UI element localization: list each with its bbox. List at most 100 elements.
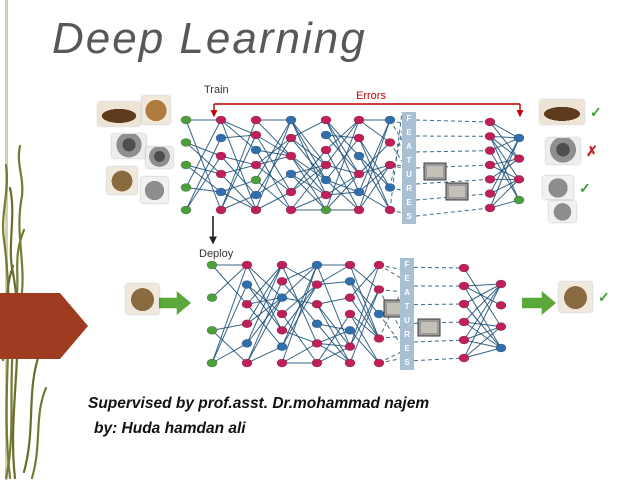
- neuron: [250, 130, 262, 140]
- deploy-network-edges: [211, 264, 502, 364]
- dashed-edge: [415, 119, 491, 123]
- edge: [463, 326, 502, 341]
- feature-image-inner: [427, 166, 443, 177]
- edge: [220, 119, 257, 136]
- edge: [255, 155, 292, 166]
- credits-block: Supervised by prof.asst. Dr.mohammad naj…: [88, 395, 429, 438]
- features-letter: T: [404, 302, 410, 311]
- neuron: [373, 309, 385, 319]
- edge: [246, 297, 283, 305]
- edge: [211, 284, 248, 364]
- neuron: [320, 130, 332, 140]
- edge: [255, 149, 292, 157]
- edge: [185, 164, 222, 175]
- neuron: [353, 115, 365, 125]
- features-letter: A: [404, 288, 410, 297]
- neuron: [215, 133, 227, 143]
- features-letter: U: [404, 316, 410, 325]
- neuron: [373, 334, 385, 343]
- neuron: [206, 260, 218, 270]
- edge: [325, 173, 360, 211]
- edge: [290, 164, 327, 175]
- neuron: [384, 205, 396, 215]
- neuron: [458, 281, 470, 291]
- edge: [220, 173, 257, 211]
- neuron: [495, 322, 507, 331]
- grass-leaf: [2, 163, 12, 480]
- edge: [349, 264, 380, 298]
- edge: [281, 342, 318, 364]
- edge: [489, 136, 520, 201]
- neuron: [353, 187, 365, 197]
- neuron: [276, 326, 288, 335]
- dashed-edge: [413, 303, 465, 306]
- neuron: [206, 293, 218, 302]
- edge: [463, 283, 502, 341]
- neuron: [206, 358, 218, 368]
- edge: [349, 289, 380, 364]
- edge: [325, 134, 360, 175]
- edge: [220, 155, 257, 166]
- edge: [463, 267, 502, 327]
- edge: [255, 134, 292, 193]
- edge: [463, 283, 502, 305]
- neuron: [320, 115, 332, 125]
- cat-tabby-photo: [107, 167, 137, 194]
- feature-image-inner: [449, 186, 465, 197]
- edge: [358, 164, 391, 193]
- edge: [290, 119, 327, 139]
- edge: [463, 347, 502, 359]
- neuron: [320, 145, 332, 155]
- edge: [281, 264, 318, 364]
- features-letter: E: [406, 128, 412, 137]
- neuron: [180, 183, 192, 192]
- edge: [211, 264, 248, 364]
- edge: [325, 173, 360, 196]
- neuron: [458, 317, 470, 327]
- edge: [185, 119, 222, 211]
- edge: [349, 289, 380, 347]
- edge: [349, 330, 380, 364]
- edge: [358, 164, 391, 211]
- edge: [281, 297, 318, 305]
- edge: [463, 283, 502, 287]
- neuron: [344, 342, 356, 351]
- dog-puppy-photo: [142, 96, 170, 124]
- edge: [349, 281, 380, 315]
- neuron: [458, 335, 470, 345]
- grass-leaf: [4, 144, 24, 480]
- check-mark: ✓: [590, 104, 602, 120]
- grass-leaf: [8, 186, 19, 480]
- errors-label: Errors: [356, 90, 386, 102]
- dashed-edge: [413, 266, 465, 269]
- neuron: [353, 133, 365, 143]
- edge: [358, 155, 391, 188]
- edge: [281, 284, 318, 331]
- neuron: [276, 277, 288, 286]
- deploy-output-arrow: [522, 291, 556, 315]
- edge: [316, 323, 351, 364]
- edge: [185, 187, 222, 193]
- edge: [290, 164, 327, 193]
- edge: [246, 264, 283, 305]
- edge: [246, 264, 283, 331]
- neuron: [344, 358, 356, 368]
- neuron: [484, 189, 496, 198]
- dashed-edge: [413, 357, 465, 362]
- edge: [349, 281, 380, 339]
- features-letter: F: [404, 260, 410, 269]
- edge: [290, 164, 327, 211]
- edge: [211, 264, 248, 299]
- edge: [281, 264, 318, 299]
- edge: [349, 264, 380, 347]
- edge: [316, 264, 351, 286]
- edge: [489, 158, 520, 166]
- neuron: [285, 151, 297, 161]
- edge: [463, 303, 502, 349]
- edge: [489, 121, 520, 159]
- edge: [489, 164, 520, 180]
- neuron: [285, 187, 297, 197]
- edge: [185, 142, 222, 175]
